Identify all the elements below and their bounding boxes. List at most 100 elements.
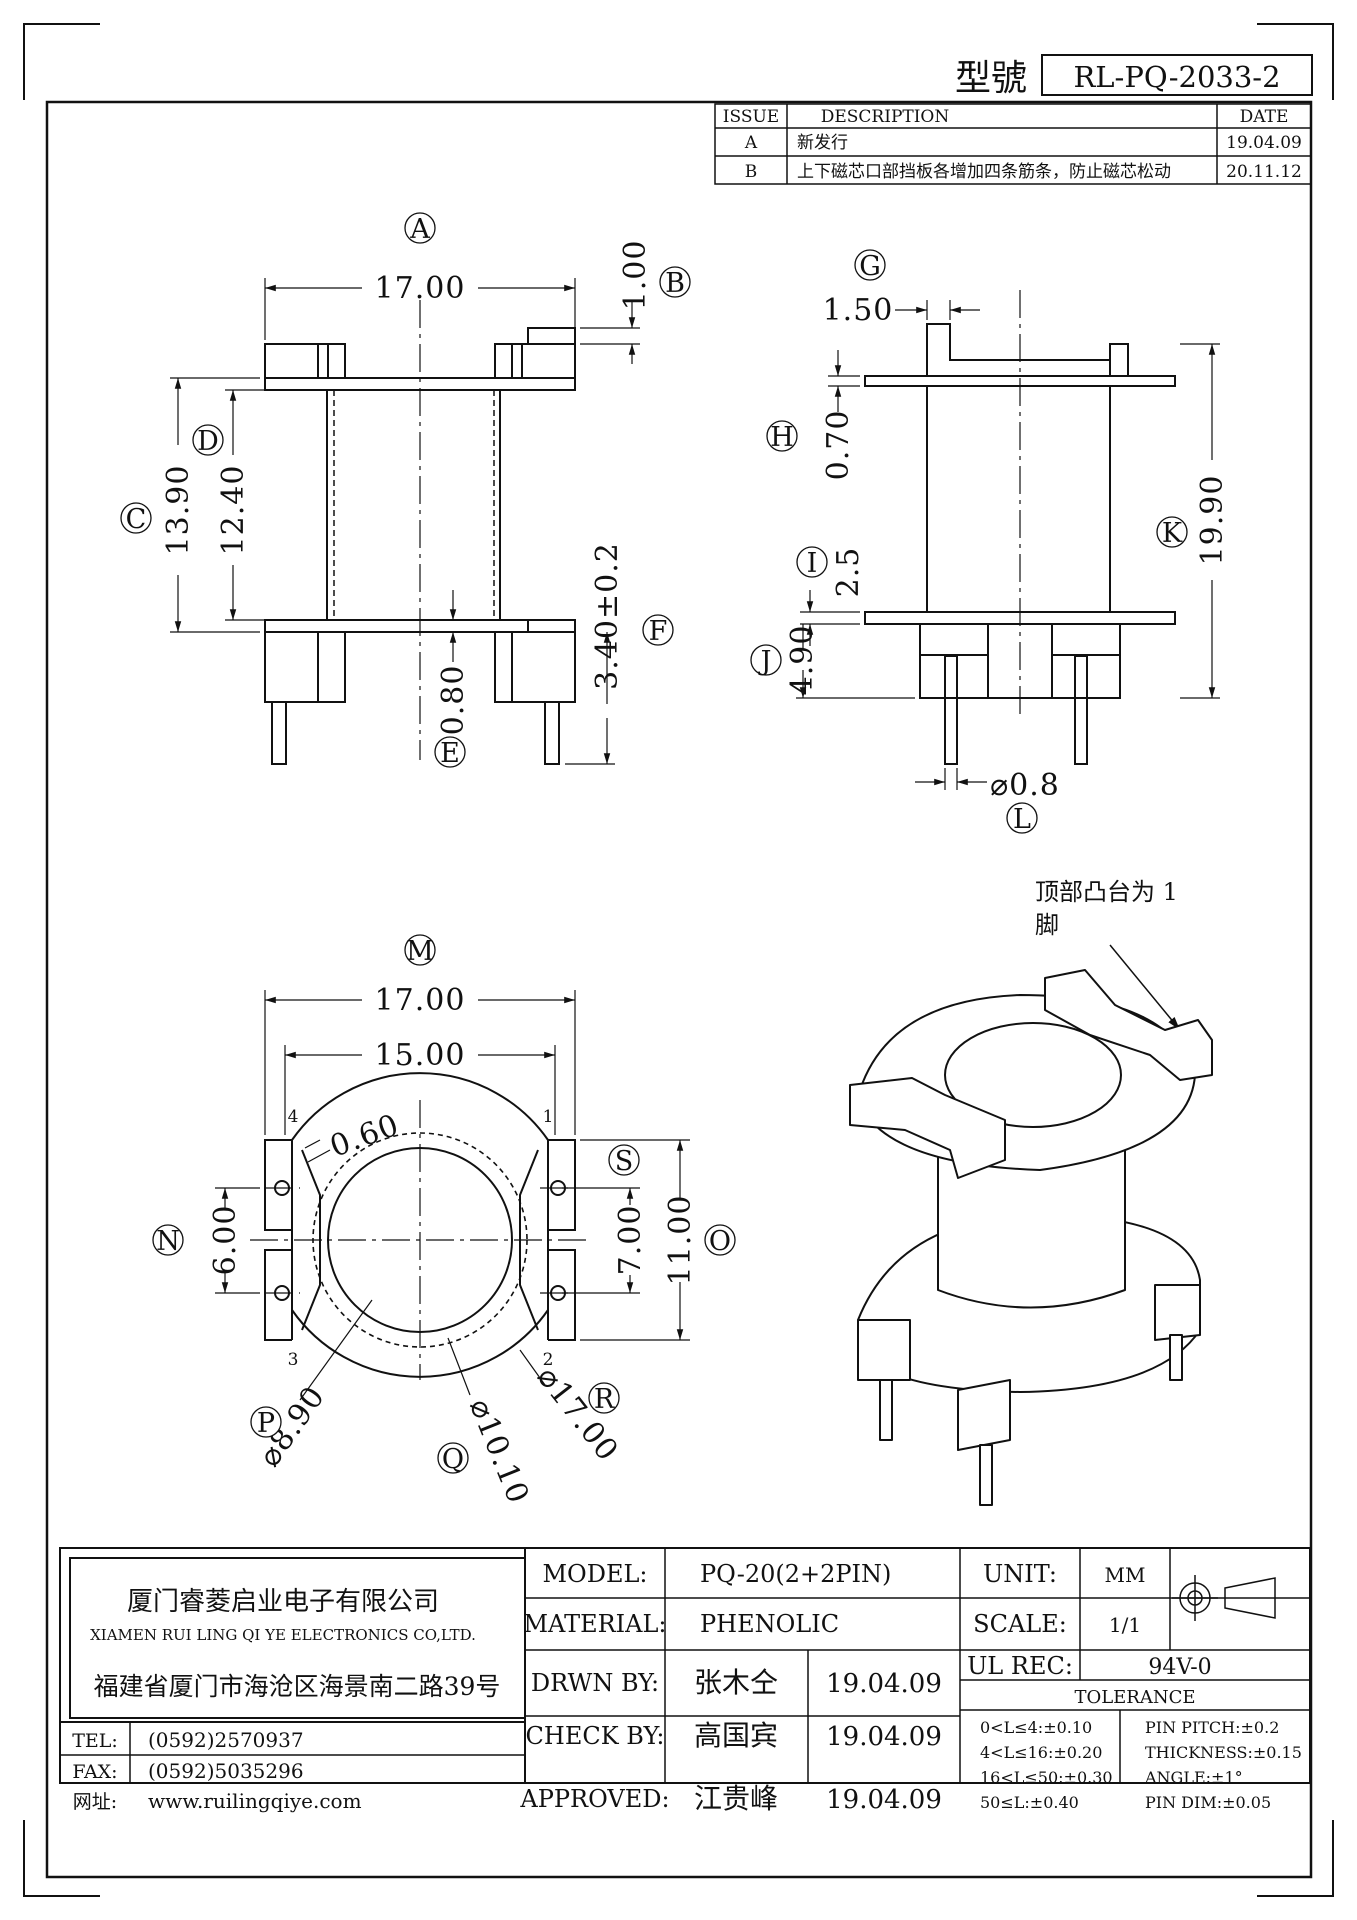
web-value: www.ruilingqiye.com (148, 1789, 362, 1813)
dim-i: 2.5 (831, 547, 866, 598)
callout-m: M (406, 936, 434, 967)
unit-value: MM (1105, 1563, 1146, 1587)
revision-table: ISSUE DESCRIPTION DATE A 新发行 19.04.09 B … (714, 103, 1312, 185)
dim-b: 1.00 (618, 240, 653, 311)
dim-m2: 15.00 (375, 1038, 466, 1073)
tolerance-row: 16<L≤50:±0.30 (980, 1768, 1113, 1787)
pin-number-2: 2 (543, 1350, 554, 1370)
model-label: MODEL: (542, 1560, 647, 1588)
callout-r: R (594, 1384, 615, 1415)
callout-d: D (197, 426, 219, 457)
material-label: MATERIAL: (523, 1610, 666, 1638)
corner-marks (23, 23, 1334, 1897)
callout-l: L (1013, 804, 1031, 835)
model-id-block: 型號 RL-PQ-2033-2 (955, 54, 1313, 99)
rev-row-issue: A (744, 133, 758, 153)
model-value: PQ-20(2+2PIN) (700, 1560, 891, 1588)
dim-h: 0.70 (821, 410, 856, 481)
drawing-border (45, 100, 1313, 1879)
dim-l: ⌀0.8 (990, 768, 1060, 803)
callout-q: Q (442, 1444, 464, 1475)
ul-value: 94V-0 (1148, 1655, 1211, 1680)
top-view: 17.00 15.00 0.60 6.00 7.00 11.00 ⌀8.90 ⌀… (152, 934, 736, 1509)
iso-note-line1: 顶部凸台为 1 (1035, 878, 1178, 906)
dim-d: 12.40 (216, 465, 251, 556)
model-id-label: 型號 (955, 58, 1027, 99)
drawn-label: DRWN BY: (531, 1669, 659, 1697)
pin-tolerance-row: PIN DIM:±0.05 (1145, 1793, 1271, 1812)
title-block: 厦门睿菱启业电子有限公司 XIAMEN RUI LING QI YE ELECT… (59, 1547, 1311, 1815)
pin-tolerance-row: ANGLE:±1° (1144, 1768, 1243, 1787)
callout-a: A (409, 214, 430, 245)
dim-g: 1.50 (823, 293, 894, 328)
dim-c: 13.90 (161, 465, 196, 556)
front-view: 17.00 1.00 13.90 12.40 0.80 3.40±0.2 A B… (120, 212, 691, 769)
dim-m3: 0.60 (326, 1108, 404, 1165)
scale-label: SCALE: (973, 1610, 1067, 1638)
tel-value: (0592)2570937 (148, 1728, 304, 1752)
dim-n: 6.00 (208, 1205, 243, 1276)
callout-h: H (770, 422, 794, 453)
callout-j: J (758, 646, 772, 677)
drawn-name: 张木仝 (694, 1666, 778, 1699)
callout-e: E (440, 738, 460, 769)
callout-i: I (807, 548, 818, 579)
rev-header-description: DESCRIPTION (821, 107, 950, 127)
callout-f: F (649, 616, 668, 647)
iso-note-line2: 脚 (1035, 911, 1059, 939)
rev-row-description: 上下磁芯口部挡板各增加四条筋条，防止磁芯松动 (797, 162, 1171, 182)
dim-a: 17.00 (375, 271, 466, 306)
rev-row-issue: B (745, 162, 758, 182)
fax-label: FAX: (72, 1761, 117, 1783)
tolerance-row: 50≤L:±0.40 (980, 1793, 1079, 1812)
dim-e: 0.80 (436, 665, 471, 736)
side-view: 1.50 0.70 19.90 2.5 4.90 ⌀0.8 G H K I J … (750, 249, 1230, 835)
callout-o: O (709, 1226, 731, 1257)
drawn-date: 19.04.09 (826, 1669, 942, 1699)
scale-value: 1/1 (1109, 1613, 1141, 1637)
rev-row-date: 19.04.09 (1226, 133, 1302, 153)
pin-tolerance-row: THICKNESS:±0.15 (1145, 1743, 1302, 1762)
rev-row-date: 20.11.12 (1226, 162, 1302, 182)
dim-f: 3.40±0.2 (590, 542, 625, 690)
rev-header-date: DATE (1240, 107, 1289, 127)
unit-label: UNIT: (983, 1560, 1057, 1588)
pin-number-4: 4 (288, 1107, 299, 1127)
tel-label: TEL: (72, 1730, 118, 1752)
dim-j: 4.90 (785, 625, 820, 696)
isometric-view: 顶部凸台为 1 脚 (849, 878, 1213, 1506)
rev-row-description: 新发行 (797, 133, 848, 153)
material-value: PHENOLIC (700, 1610, 839, 1638)
dim-m1: 17.00 (375, 983, 466, 1018)
web-label: 网址: (73, 1791, 117, 1813)
check-date: 19.04.09 (826, 1722, 942, 1752)
rev-header-issue: ISSUE (723, 107, 779, 127)
pin-number-1: 1 (543, 1107, 554, 1127)
tolerance-row: 4<L≤16:±0.20 (980, 1743, 1102, 1762)
pin-number-3: 3 (288, 1350, 299, 1370)
tolerance-title: TOLERANCE (1074, 1687, 1195, 1708)
tolerance-row: 0<L≤4:±0.10 (980, 1718, 1092, 1737)
model-id-value: RL-PQ-2033-2 (1073, 60, 1280, 94)
dim-k: 19.90 (1195, 475, 1230, 566)
company-name-cn: 厦门睿菱启业电子有限公司 (127, 1587, 439, 1617)
dim-q: ⌀10.10 (462, 1394, 536, 1509)
approved-label: APPROVED: (519, 1785, 669, 1813)
approved-date: 19.04.09 (826, 1785, 942, 1815)
pin-tolerance-row: PIN PITCH:±0.2 (1145, 1718, 1279, 1737)
company-name-en: XIAMEN RUI LING QI YE ELECTRONICS CO,LTD… (90, 1626, 476, 1644)
ul-label: UL REC: (967, 1652, 1073, 1680)
dim-o: 11.00 (663, 1195, 698, 1286)
callout-s: S (615, 1146, 634, 1177)
fax-value: (0592)5035296 (148, 1759, 304, 1783)
dim-s: 7.00 (613, 1205, 648, 1276)
check-name: 高国宾 (694, 1719, 778, 1752)
projection-symbol-icon (1172, 1575, 1276, 1621)
approved-name: 江贵峰 (694, 1782, 778, 1815)
callout-g: G (859, 251, 881, 282)
callout-k: K (1162, 518, 1183, 549)
company-address: 福建省厦门市海沧区海景南二路39号 (94, 1672, 501, 1701)
callout-c: C (126, 504, 147, 535)
check-label: CHECK BY: (526, 1722, 665, 1750)
